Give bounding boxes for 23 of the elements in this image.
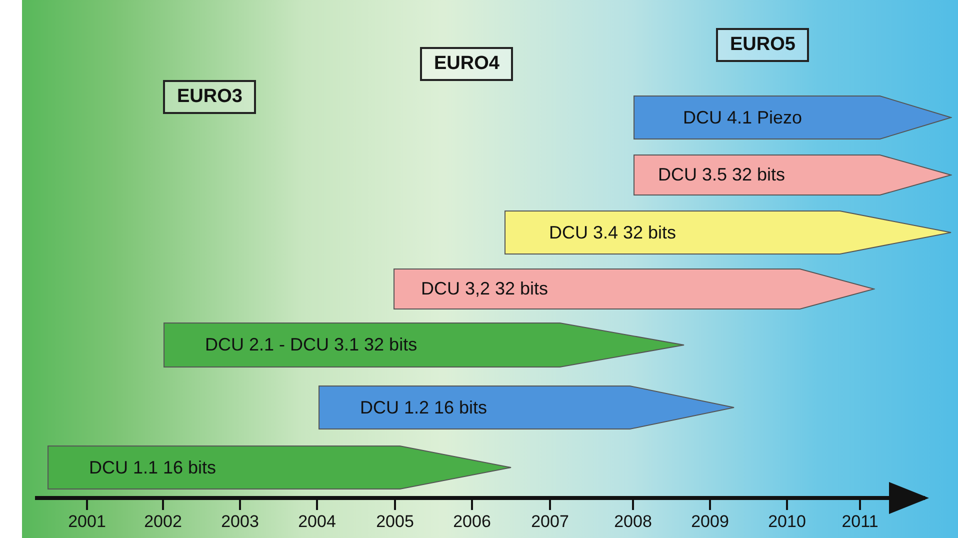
bar-label: DCU 4.1 Piezo [683,107,802,128]
bar-label: DCU 2.1 - DCU 3.1 32 bits [205,334,418,356]
emission-standard-box: EURO5 [716,28,810,62]
emission-standard-box: EURO4 [420,47,514,81]
year-label: 2008 [614,512,652,532]
timeline-arrow-bar [393,268,875,310]
year-label: 2006 [453,512,491,532]
bar-label: DCU 1.2 16 bits [360,397,488,418]
timeline-arrow-bar [318,385,735,430]
bar-label: DCU 1.1 16 bits [89,457,216,478]
bar-label: DCU 3,2 32 bits [421,278,548,300]
year-label: 2007 [531,512,569,532]
year-label: 2001 [68,512,106,532]
year-label: 2002 [144,512,182,532]
year-label: 2005 [376,512,414,532]
year-label: 2011 [842,512,878,532]
bar-label: DCU 3.5 32 bits [658,164,786,186]
year-label: 2004 [298,512,336,532]
bar-label: DCU 3.4 32 bits [549,222,676,243]
emission-standard-box: EURO3 [163,80,256,114]
year-label: 2009 [691,512,729,532]
year-label: 2010 [768,512,806,532]
year-label: 2003 [221,512,259,532]
